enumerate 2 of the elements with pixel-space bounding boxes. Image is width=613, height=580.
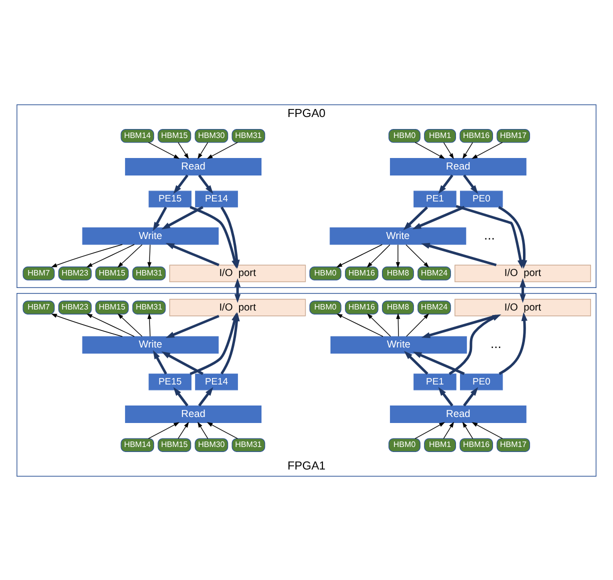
label: ...	[484, 226, 495, 242]
label: ...	[490, 336, 502, 351]
